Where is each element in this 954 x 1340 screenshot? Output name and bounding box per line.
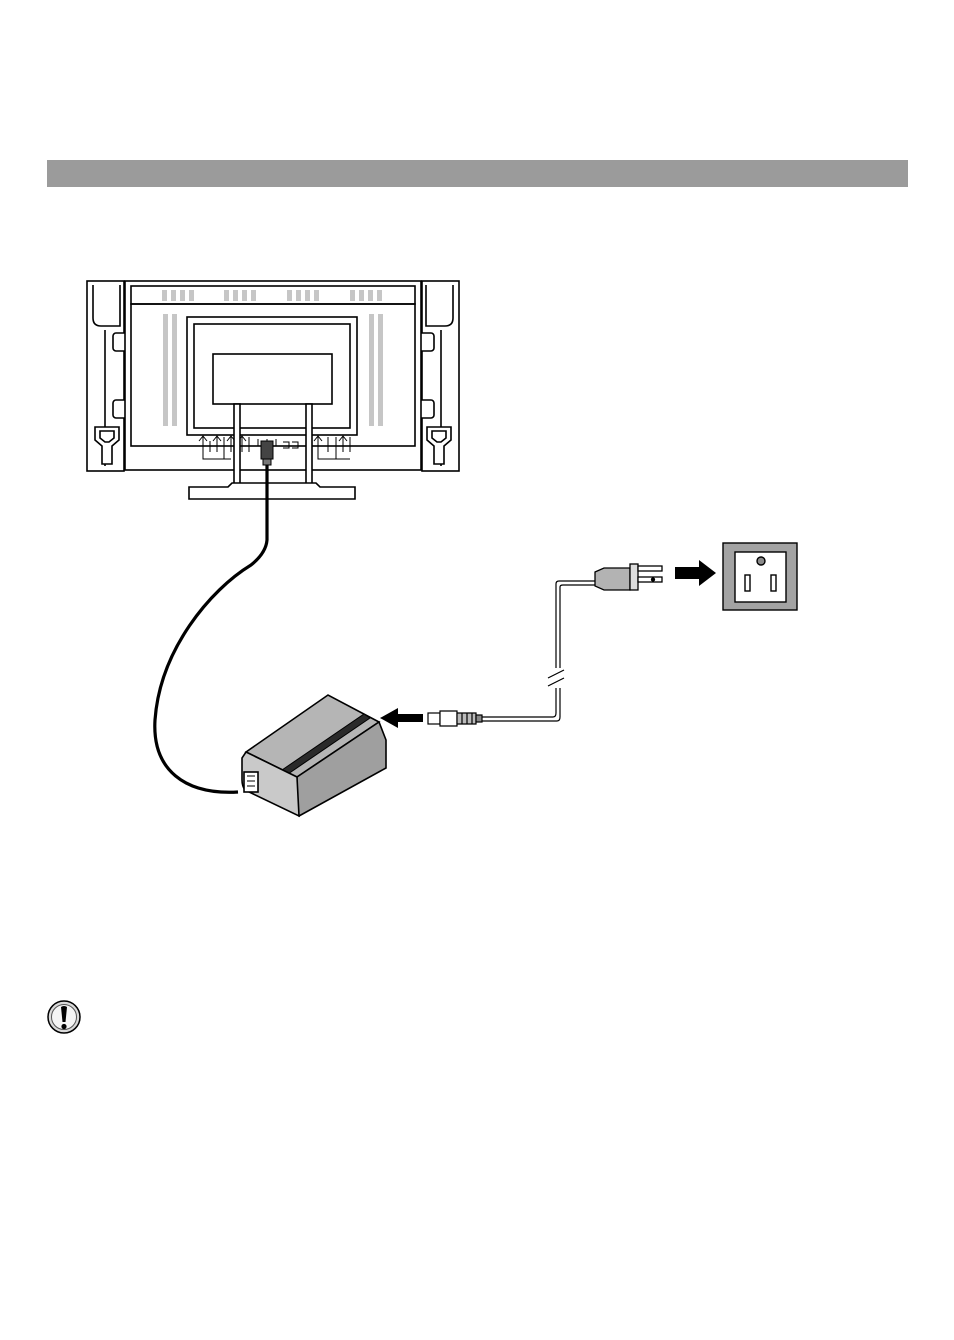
ac-power-cord — [428, 564, 662, 726]
dc-power-cord — [155, 465, 267, 792]
arrow-right-icon — [675, 560, 716, 586]
adapter-end-plug — [428, 711, 482, 726]
ac-adapter — [242, 695, 386, 816]
plug — [595, 564, 662, 590]
arrow-left-icon — [380, 708, 423, 728]
wall-outlet — [723, 543, 797, 610]
caution-icon — [46, 998, 82, 1038]
dc-jack — [261, 441, 273, 465]
